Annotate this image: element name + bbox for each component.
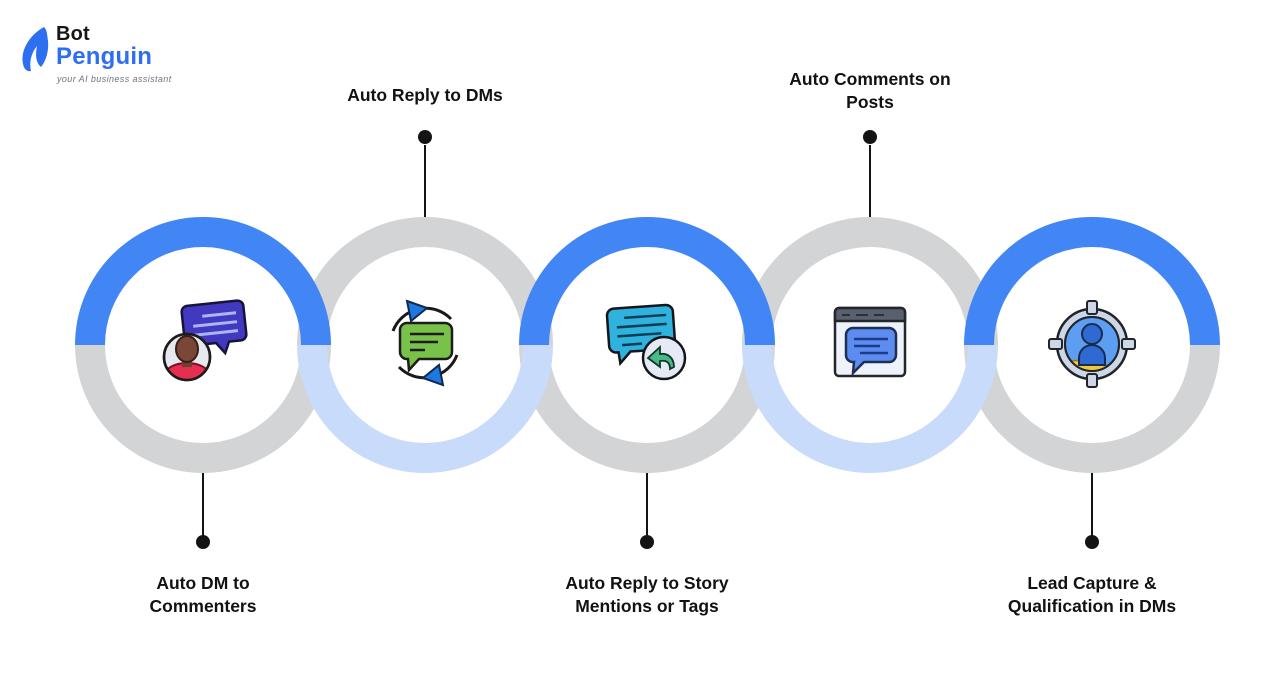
person-with-dm-bubble-icon [162, 299, 248, 382]
connector-line [424, 145, 426, 217]
ring-top-half [964, 217, 1220, 345]
step-label: Auto Reply to Story Mentions or Tags [565, 573, 729, 616]
browser-comment-icon [833, 306, 907, 378]
step-label: Auto DM to Commenters [149, 573, 257, 616]
connector-line [1091, 473, 1093, 536]
logo-text-bot: Bot [56, 23, 90, 45]
botpenguin-penguin-icon [22, 27, 49, 72]
chat-sync-arrows-icon [391, 299, 459, 387]
connector-dot [196, 535, 210, 549]
connector-line [646, 473, 648, 536]
ring-top-half [75, 217, 331, 345]
connector-line [202, 473, 204, 536]
connector-dot [640, 535, 654, 549]
connector-dot [1085, 535, 1099, 549]
botpenguin-logo: Bot Penguin your AI business assistant [16, 22, 236, 92]
ring-top-half [519, 217, 775, 345]
step-label: Auto Comments on Posts [789, 69, 951, 112]
ring-bottom-half [297, 345, 553, 473]
step-label: Auto Reply to DMs [347, 85, 503, 105]
chat-reply-arrow-icon [605, 303, 687, 381]
connector-dot [863, 130, 877, 144]
lead-target-person-icon [1048, 300, 1136, 388]
connector-dot [418, 130, 432, 144]
logo-text-penguin: Penguin [56, 43, 153, 70]
ring-bottom-half [742, 345, 998, 473]
logo-tagline: your AI business assistant [57, 74, 172, 84]
step-label: Lead Capture & Qualification in DMs [1007, 573, 1177, 616]
connector-line [869, 145, 871, 217]
